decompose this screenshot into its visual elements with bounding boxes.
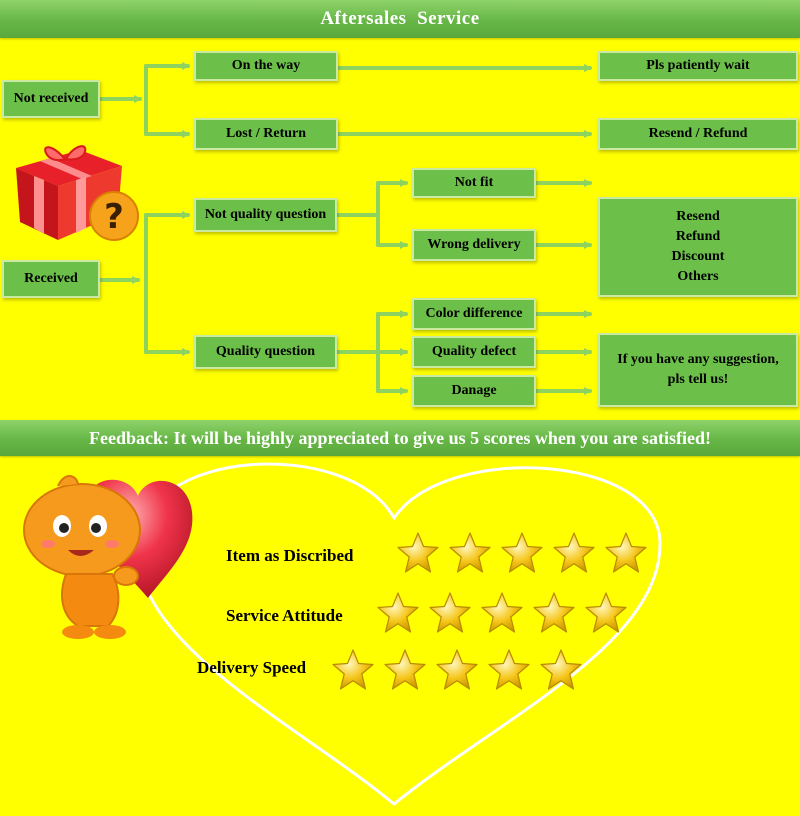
received-box: Received: [2, 260, 100, 298]
aftersales-banner: Aftersales Service: [0, 0, 800, 38]
star-row-service[interactable]: [376, 591, 628, 635]
gift-box-icon: ?: [16, 145, 139, 241]
star-icon[interactable]: [487, 648, 531, 692]
not-fit-box: Not fit: [412, 168, 536, 198]
lost-return-box: Lost / Return: [194, 118, 338, 150]
rating-label-delivery: Delivery Speed: [197, 658, 307, 677]
star-icon[interactable]: [435, 648, 479, 692]
resend-refund-box: Resend / Refund: [598, 118, 798, 150]
option-item: Others: [677, 269, 719, 284]
star-icon[interactable]: [552, 531, 596, 575]
star-row-delivery[interactable]: [331, 648, 583, 692]
star-icon[interactable]: [428, 591, 472, 635]
star-icon[interactable]: [376, 591, 420, 635]
quality-defect-box: Quality defect: [412, 336, 536, 368]
heart-outline-icon: [136, 462, 662, 806]
suggestion-box: If you have any suggestion, pls tell us!: [598, 333, 798, 407]
question-mark-icon: ?: [89, 191, 139, 241]
mascot-icon: [23, 475, 193, 639]
wrong-delivery-box: Wrong delivery: [412, 229, 536, 261]
option-item: Resend: [676, 209, 720, 224]
star-icon[interactable]: [383, 648, 427, 692]
not-received-box: Not received: [2, 80, 100, 118]
danage-box: Danage: [412, 375, 536, 407]
star-icon[interactable]: [604, 531, 648, 575]
quality-box: Quality question: [194, 335, 337, 369]
svg-text:?: ?: [104, 197, 124, 237]
aftersales-title: Aftersales Service: [320, 8, 480, 29]
option-item: Refund: [675, 229, 721, 244]
not-quality-box: Not quality question: [194, 198, 337, 232]
star-row-item[interactable]: [396, 531, 648, 575]
rating-label-service: Service Attitude: [226, 606, 343, 625]
star-icon[interactable]: [396, 531, 440, 575]
star-icon[interactable]: [532, 591, 576, 635]
star-icon[interactable]: [448, 531, 492, 575]
options-box: Resend Refund Discount Others: [598, 197, 798, 297]
feedback-text: Feedback: It will be highly appreciated …: [89, 428, 711, 448]
option-item: Discount: [671, 249, 725, 264]
on-the-way-box: On the way: [194, 51, 338, 81]
star-icon[interactable]: [480, 591, 524, 635]
star-icon[interactable]: [331, 648, 375, 692]
color-difference-box: Color difference: [412, 298, 536, 330]
flow-connectors: [98, 62, 592, 395]
star-icon[interactable]: [584, 591, 628, 635]
feedback-banner: Feedback: It will be highly appreciated …: [0, 420, 800, 456]
star-icon[interactable]: [539, 648, 583, 692]
pls-wait-box: Pls patiently wait: [598, 51, 798, 81]
rating-label-item: Item as Discribed: [226, 546, 354, 565]
star-icon[interactable]: [500, 531, 544, 575]
